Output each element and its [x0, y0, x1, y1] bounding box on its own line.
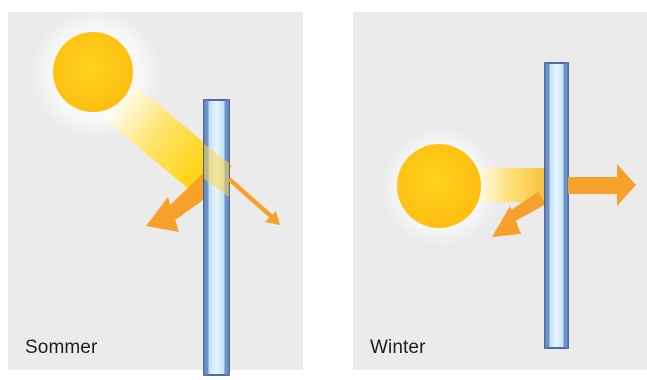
summer-panel: Sommer — [8, 8, 303, 376]
winter-panel: Winter — [353, 12, 647, 370]
winter-illustration — [353, 12, 647, 370]
winter-label: Winter — [370, 337, 426, 358]
sun-icon — [397, 144, 481, 228]
summer-illustration — [8, 8, 303, 376]
sun-icon — [53, 32, 133, 112]
transmitted-radiation-arrow — [568, 164, 636, 206]
summer-label: Sommer — [25, 337, 98, 358]
transmitted-beam-through-glass — [204, 144, 229, 197]
glass-pane-icon — [544, 62, 569, 349]
incoming-radiation-beam — [104, 85, 232, 200]
glass-pane-icon — [203, 99, 230, 376]
transmitted-radiation-arrow — [227, 177, 280, 225]
reflected-radiation-arrow — [492, 192, 546, 237]
